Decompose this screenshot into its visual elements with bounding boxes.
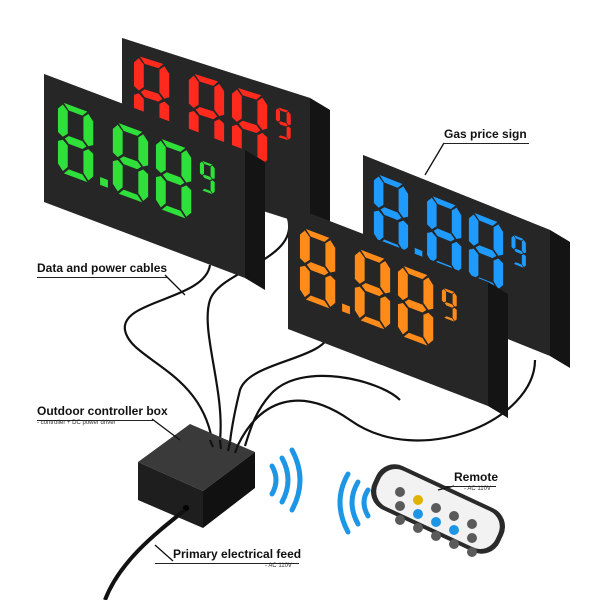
cable-green-sign — [123, 264, 214, 441]
digit-8 — [373, 174, 409, 253]
callout-subtitle: - AC 110V — [464, 486, 491, 492]
digit-8 — [427, 196, 462, 274]
fraction-digit — [199, 160, 215, 195]
callout-subtitle: - AC 110V — [265, 563, 292, 569]
callout-subtitle: - controller + DC power driver — [37, 420, 116, 426]
callout-title: Primary electrical feed — [173, 547, 302, 561]
remote-button — [431, 517, 441, 527]
digit-8 — [354, 249, 391, 330]
remote-button — [395, 487, 405, 497]
callout-controller: Outdoor controller box - controller + DC… — [37, 404, 168, 426]
remote-button — [431, 503, 441, 513]
callout-remote: Remote - AC 110V — [454, 470, 498, 492]
remote-button — [449, 539, 459, 549]
callout-title: Gas price sign — [444, 127, 527, 141]
digits-orange — [299, 228, 457, 346]
fraction-digit — [441, 288, 457, 322]
callout-title: Data and power cables — [37, 261, 168, 275]
callout-feed: Primary electrical feed - AC 110V — [173, 547, 301, 569]
remote-button — [467, 533, 477, 543]
callout-title: Remote — [454, 470, 499, 484]
remote-control-icon — [370, 464, 506, 557]
primary-feed-cable — [103, 508, 187, 600]
remote-button — [413, 495, 423, 505]
digits-green — [57, 102, 215, 219]
decimal-point — [342, 303, 350, 315]
remote-button — [467, 547, 477, 557]
cables — [123, 217, 537, 447]
sign-green — [44, 74, 265, 290]
callout-cables: Data and power cables — [37, 261, 167, 275]
sign-orange — [288, 205, 508, 418]
callout-gas-price-sign: Gas price sign — [444, 127, 527, 141]
controller-box — [138, 424, 255, 528]
fraction-digit — [511, 235, 526, 268]
remote-button — [413, 509, 423, 519]
digit-8 — [397, 266, 434, 346]
remote-button — [467, 519, 477, 529]
callout-title: Outdoor controller box — [37, 404, 168, 418]
remote-button — [413, 523, 423, 533]
cable-blue-sign — [237, 359, 537, 446]
cable-red-sign — [206, 217, 291, 441]
remote-button — [449, 511, 459, 521]
wifi-signal-icon-remote — [337, 471, 371, 535]
wifi-signal-icon — [269, 447, 303, 513]
remote-button — [449, 525, 459, 535]
remote-button — [395, 515, 405, 525]
cable-orange-2 — [243, 374, 401, 447]
digit-8 — [155, 139, 192, 219]
digit-8 — [299, 228, 336, 309]
decimal-point — [100, 177, 108, 188]
cable-orange-sign — [228, 329, 332, 443]
fraction-digit — [275, 107, 291, 141]
remote-button — [395, 501, 405, 511]
digit-8 — [112, 123, 149, 203]
digit-8 — [57, 102, 94, 183]
remote-button — [431, 531, 441, 541]
